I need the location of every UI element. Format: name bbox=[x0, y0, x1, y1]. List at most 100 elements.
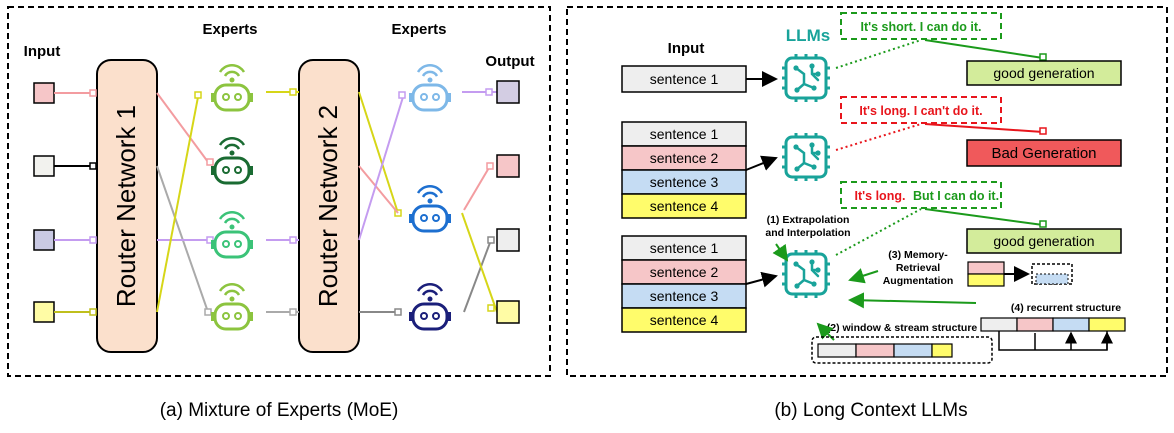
case3-sentence-1 bbox=[621, 235, 747, 261]
llm-brain-icon-2 bbox=[780, 131, 832, 183]
expert-robot-6 bbox=[409, 184, 451, 233]
bad-generation-text: Bad Generation bbox=[991, 145, 1096, 162]
moe-input-token-1 bbox=[33, 82, 55, 104]
bubble-short-text: It's short. I can do it. bbox=[860, 20, 981, 34]
window-seg-4 bbox=[931, 343, 953, 358]
caption-a: (a) Mixture of Experts (MoE) bbox=[160, 400, 399, 421]
case1-output-port bbox=[1039, 53, 1047, 61]
caption-b: (b) Long Context LLMs bbox=[774, 400, 967, 421]
input-to-router-lines bbox=[54, 89, 97, 316]
recurrent-seg-3 bbox=[1052, 317, 1090, 332]
recurrent-seg-2 bbox=[1016, 317, 1054, 332]
llm-brain-icon-1 bbox=[780, 52, 832, 104]
expert-robot-5 bbox=[409, 63, 451, 112]
moe-input-token-4 bbox=[33, 301, 55, 323]
case2-sentence-1-label: sentence 1 bbox=[650, 126, 719, 142]
moe-experts-label-1: Experts bbox=[202, 21, 257, 38]
method-1-line-a: (1) Extrapolation bbox=[767, 214, 850, 226]
window-seg-3 bbox=[893, 343, 933, 358]
case3-sentence-1-label: sentence 1 bbox=[650, 240, 719, 256]
method-2-label: (2) window & stream structure bbox=[827, 322, 978, 334]
llms-label: LLMs bbox=[786, 26, 830, 45]
case2-sentence-2 bbox=[621, 145, 747, 171]
bad-generation-box bbox=[966, 139, 1122, 167]
moe-experts-label-2: Experts bbox=[391, 21, 446, 38]
memory-store-block bbox=[1035, 273, 1069, 285]
case2-sentence-3 bbox=[621, 169, 747, 195]
bubble-short-connector bbox=[835, 39, 922, 69]
case1-output-line bbox=[924, 39, 1044, 59]
case1-sentence-1-label: sentence 1 bbox=[650, 71, 719, 87]
panel-a-frame bbox=[7, 6, 551, 377]
bubble-long-good-connector bbox=[835, 208, 922, 256]
router-1-label: Router Network 1 bbox=[111, 105, 141, 307]
recurrent-seg-1 bbox=[980, 317, 1018, 332]
window-seg-1 bbox=[817, 343, 857, 358]
moe-output-token-1 bbox=[496, 80, 520, 104]
bubble-long-bad bbox=[840, 96, 1002, 124]
method-3-line-c: Augmentation bbox=[883, 275, 954, 287]
experts-to-router2-lines bbox=[266, 88, 299, 316]
method-4-arrow bbox=[848, 292, 977, 309]
moe-input-token-3 bbox=[33, 229, 55, 251]
llm-input-label: Input bbox=[668, 40, 705, 57]
case3-output-line bbox=[924, 208, 1044, 226]
memory-block-pink bbox=[967, 261, 1005, 275]
moe-output-token-4 bbox=[496, 300, 520, 324]
case3-sentence-3 bbox=[621, 283, 747, 309]
bubble-long-good-text-b: But I can do it. bbox=[913, 189, 999, 203]
case2-sentence-4 bbox=[621, 193, 747, 219]
case3-sentence-3-label: sentence 3 bbox=[650, 288, 719, 304]
method-1-line-b: and Interpolation bbox=[765, 227, 850, 239]
moe-output-label: Output bbox=[485, 53, 534, 70]
expert-robot-4 bbox=[211, 282, 253, 331]
case2-sentence-4-label: sentence 4 bbox=[650, 198, 719, 214]
bubble-long-bad-connector bbox=[835, 123, 922, 151]
llm-brain-icon-3 bbox=[780, 248, 832, 300]
memory-block-yellow bbox=[967, 273, 1005, 287]
case3-output-port bbox=[1039, 220, 1047, 228]
method-4-label: (4) recurrent structure bbox=[1011, 302, 1121, 314]
bubble-long-good bbox=[840, 181, 1002, 209]
expert-robot-2 bbox=[211, 136, 253, 185]
expert-robot-3 bbox=[211, 210, 253, 259]
case2-output-line bbox=[924, 123, 1044, 133]
case2-sentence-2-label: sentence 2 bbox=[650, 150, 719, 166]
panel-b-frame bbox=[566, 6, 1168, 377]
router-network-1: Router Network 1 bbox=[96, 59, 158, 353]
moe-input-label: Input bbox=[24, 43, 61, 60]
method-3-arrow bbox=[848, 268, 879, 284]
good-generation-box-1 bbox=[966, 60, 1122, 86]
bubble-short bbox=[840, 12, 1002, 40]
case3-sentence-2-label: sentence 2 bbox=[650, 264, 719, 280]
case3-sentence-4-label: sentence 4 bbox=[650, 312, 719, 328]
method-3-line-b: Retrieval bbox=[896, 262, 940, 274]
experts-to-output-lines bbox=[461, 88, 498, 313]
moe-output-token-2 bbox=[496, 154, 520, 178]
router-2-label: Router Network 2 bbox=[313, 105, 343, 307]
recurrent-seg-4 bbox=[1088, 317, 1126, 332]
router2-to-experts-lines bbox=[358, 91, 406, 316]
bubble-long-good-text-a: It's long. bbox=[855, 189, 906, 203]
window-frame bbox=[811, 336, 993, 364]
good-generation-text-1: good generation bbox=[993, 65, 1094, 81]
recurrent-connectors bbox=[998, 331, 1113, 351]
case2-sentence-1 bbox=[621, 121, 747, 147]
case3-sentence-2 bbox=[621, 259, 747, 285]
case3-arrow bbox=[745, 271, 778, 288]
router1-to-experts-lines bbox=[156, 91, 214, 316]
expert-robot-7 bbox=[409, 282, 451, 331]
moe-output-token-3 bbox=[496, 228, 520, 252]
case3-sentence-4 bbox=[621, 307, 747, 333]
good-generation-text-2: good generation bbox=[993, 233, 1094, 249]
method-3-line-a: (3) Memory- bbox=[888, 249, 948, 261]
method-1-arrow bbox=[772, 243, 789, 262]
bubble-long-bad-text: It's long. I can't do it. bbox=[859, 104, 982, 118]
window-seg-2 bbox=[855, 343, 895, 358]
case2-arrow bbox=[745, 155, 778, 171]
good-generation-box-2 bbox=[966, 228, 1122, 254]
router-network-2: Router Network 2 bbox=[298, 59, 360, 353]
moe-input-token-2 bbox=[33, 155, 55, 177]
case2-output-port bbox=[1039, 127, 1047, 135]
